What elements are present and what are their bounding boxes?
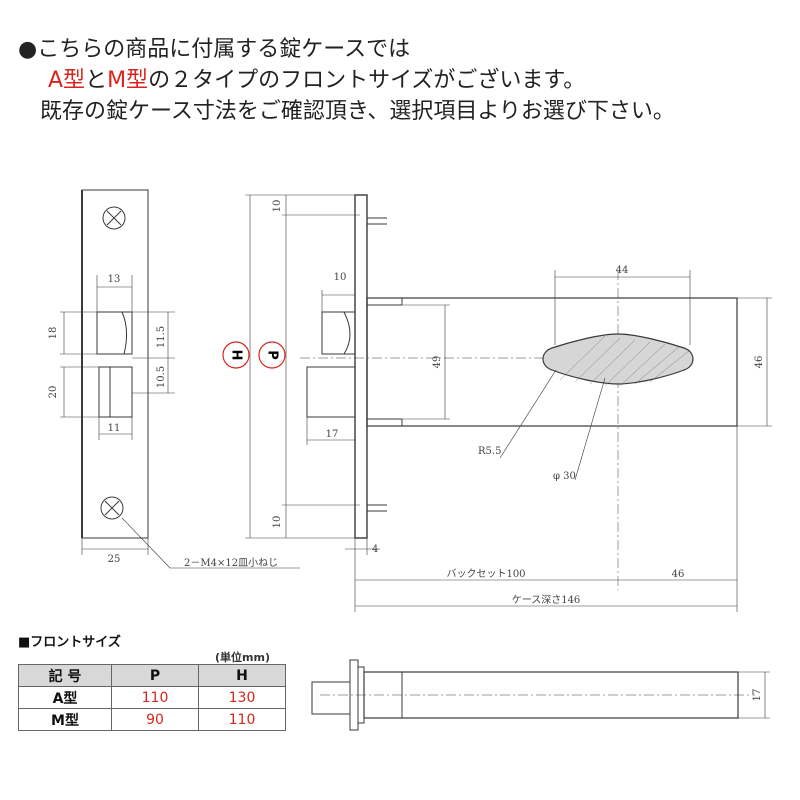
bottom-screw [100,496,124,520]
intro-line-1: ●こちらの商品に付属する錠ケースでは [18,37,411,62]
table-header-row: 記 号 P H [18,664,286,687]
intro-line-2-rest: の２タイプのフロントサイズがございます。 [148,68,586,93]
table-row: A型 110 130 [18,686,286,709]
dim-radius: R5.5 [478,446,501,457]
dim-bottom-gap: 10 [272,516,283,529]
deadbolt-side [306,366,356,418]
dim-deadbolt-height: 20 [48,386,59,399]
dim-latch-width: 13 [108,274,121,285]
dim-backset: バックセット100 [446,568,525,580]
h-label: H [229,350,244,361]
latch-side [321,311,356,355]
dim-hole: φ 30 [553,471,576,482]
dim-bottom-thickness: 17 [752,689,763,702]
and-text: と [85,68,108,93]
p-label: P [265,350,280,360]
header-h: H [198,664,286,687]
dim-case-inner: 49 [432,356,443,369]
dim-bolt-projection: 17 [326,429,339,440]
dim-front-thickness: 4 [372,544,378,555]
dim-latch-projection: 10 [334,272,347,283]
unit-label: (単位mm) [215,651,270,664]
table-title: ■フロントサイズ [18,635,121,650]
dim-case-height: 46 [754,356,765,369]
h-marker [222,341,250,369]
dim-latch-height: 18 [48,327,59,340]
p-marker [258,341,286,369]
intro-line-3: 既存の錠ケース寸法をご確認頂き、選択項目よりお選び下さい。 [40,99,675,124]
latch-hole [96,311,133,355]
dim-10-5: 10.5 [156,366,167,388]
dim-front-width: 25 [108,554,121,565]
front-size-table: 記 号 P H A型 110 130 M型 90 110 [18,664,286,731]
type-m-text: M型 [107,68,149,93]
front-plate [81,189,149,539]
table-row: M型 90 110 [18,708,286,731]
dim-spindle-width: 44 [616,265,629,276]
type-a-text: A型 [48,68,86,93]
dim-backset-rest: 46 [672,569,685,580]
lock-case-body [366,297,738,427]
deadbolt-hole [98,366,133,418]
row-label: A型 [18,686,112,709]
intro-line-2: A型とM型の２タイプのフロントサイズがございます。 [18,65,675,96]
spindle-hole [542,333,694,385]
row-h-value: 110 [198,708,286,731]
row-h-value: 130 [198,686,286,709]
header-symbol: 記 号 [18,664,112,687]
row-p-value: 110 [111,686,199,709]
dim-11-5: 11.5 [156,326,167,348]
row-label: M型 [18,708,112,731]
dim-top-gap: 10 [272,200,283,213]
intro-text: ●こちらの商品に付属する錠ケースでは A型とM型の２タイプのフロントサイズがござ… [18,34,675,127]
front-plate-side [354,194,368,539]
top-screw [102,206,126,230]
screw-note: 2－M4×12皿小ねじ [184,557,278,569]
dim-deadbolt-width: 11 [108,423,121,434]
dim-case-depth: ケース深さ146 [512,594,581,606]
bolt-bottom [311,681,351,715]
header-p: P [111,664,199,687]
row-p-value: 90 [111,708,199,731]
